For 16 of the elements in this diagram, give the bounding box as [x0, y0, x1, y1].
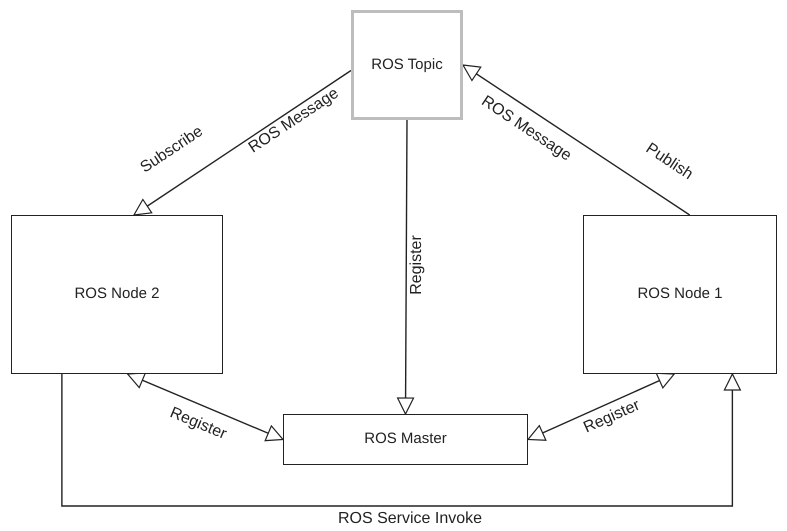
arrow [462, 64, 690, 216]
arrow [61, 373, 741, 507]
edge-label: Register [409, 235, 425, 295]
edge-label: ROS Service Invoke [338, 511, 482, 527]
process-box [11, 215, 223, 374]
node-label: ROS Node 1 [637, 284, 723, 304]
node-label: ROS Master [364, 429, 447, 450]
arrow [396, 120, 414, 415]
process-box [583, 215, 777, 374]
process-box [351, 10, 463, 120]
process-box [283, 414, 528, 465]
arrow [127, 372, 284, 442]
arrow [527, 372, 675, 441]
node-label: ROS Node 2 [74, 284, 160, 304]
node-label: ROS Topic [371, 54, 443, 75]
arrow [133, 70, 352, 216]
